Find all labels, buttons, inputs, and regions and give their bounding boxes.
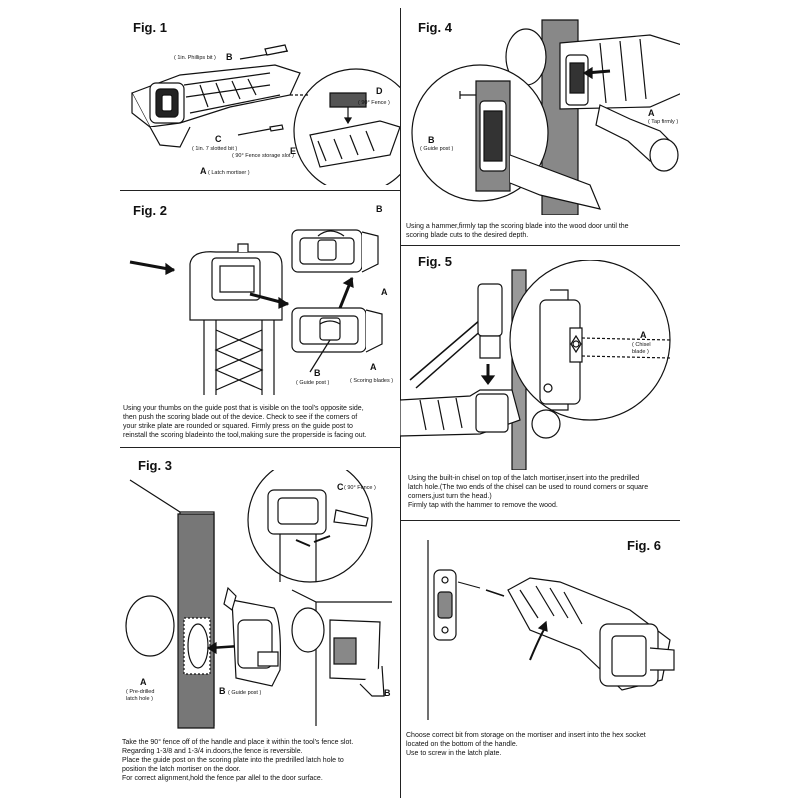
fig2-title: Fig. 2 [133, 203, 167, 218]
divider-fig2-fig3 [120, 447, 400, 448]
fig3-label-A: A [140, 677, 147, 687]
divider-fig5-fig6 [400, 520, 680, 521]
fig1-label-D: D [376, 86, 383, 96]
fig1-title: Fig. 1 [133, 20, 167, 35]
fig3-label-B-guide: B [219, 686, 226, 696]
fig4-sub-A: ( Tap firmly ) [648, 119, 679, 125]
fig5-label-A: A [640, 330, 647, 340]
fig3-sub-B-guide: ( Guide post ) [228, 690, 262, 696]
fig2-sub-A-bottom: ( Scoring blades ) [350, 378, 394, 384]
fig1-label-A: A [200, 166, 207, 176]
fig4-sub-B: ( Guide post ) [420, 146, 454, 152]
fig5-chisel-illustration [400, 260, 680, 470]
fig3-title: Fig. 3 [138, 458, 172, 473]
fig3-positioning-illustration [120, 470, 400, 730]
fig4-hammer-tap-illustration [400, 15, 680, 215]
fig4-title: Fig. 4 [418, 20, 452, 35]
fig2-label-B-bottom: B [314, 368, 321, 378]
fig2-scoring-blade-illustration [120, 200, 400, 400]
fig1-sub-E: ( 90° Fence storage slot ) [232, 153, 294, 159]
fig6-caption: Choose correct bit from storage on the m… [406, 732, 646, 757]
fig2-label-A-bottom: A [370, 362, 377, 372]
fig2-label-A-top: A [381, 287, 388, 297]
fig1-latch-mortiser-illustration [120, 35, 400, 185]
fig2-caption: Using your thumbs on the guide post that… [123, 405, 367, 439]
fig1-sub-D: ( 90° Fence ) [358, 100, 390, 106]
divider-fig1-fig2 [120, 190, 400, 191]
fig1-sub-B: ( 1in. Phillips bit ) [174, 55, 216, 61]
fig3-label-B-right: B [384, 688, 391, 698]
fig4-label-B: B [428, 135, 435, 145]
fig3-sub-C: ( 90° Fence ) [344, 485, 376, 491]
fig6-screw-latch-plate-illustration [400, 530, 680, 720]
fig2-label-B-top: B [376, 204, 383, 214]
fig4-caption: Using a hammer,firmly tap the scoring bl… [406, 223, 629, 239]
fig5-sub-A: ( Chisel blade ) [632, 342, 651, 355]
divider-fig4-fig5 [400, 245, 680, 246]
fig3-caption: Take the 90° fence off of the handle and… [122, 739, 354, 782]
fig5-caption: Using the built-in chisel on top of the … [408, 475, 649, 509]
fig1-sub-A: ( Latch mortiser ) [208, 170, 250, 176]
fig1-label-E: E [290, 146, 297, 156]
fig2-sub-B-bottom: ( Guide post ) [296, 380, 330, 386]
fig1-label-B: B [226, 52, 233, 62]
fig4-label-A: A [648, 108, 655, 118]
fig3-sub-A: ( Pre-drilled latch hole ) [126, 689, 155, 702]
fig3-label-C: C [337, 482, 344, 492]
fig6-title: Fig. 6 [627, 538, 661, 553]
fig5-title: Fig. 5 [418, 254, 452, 269]
fig1-label-C: C [215, 134, 222, 144]
fig1-sub-C: ( 1in. 7 slotted bit ) [192, 146, 238, 152]
